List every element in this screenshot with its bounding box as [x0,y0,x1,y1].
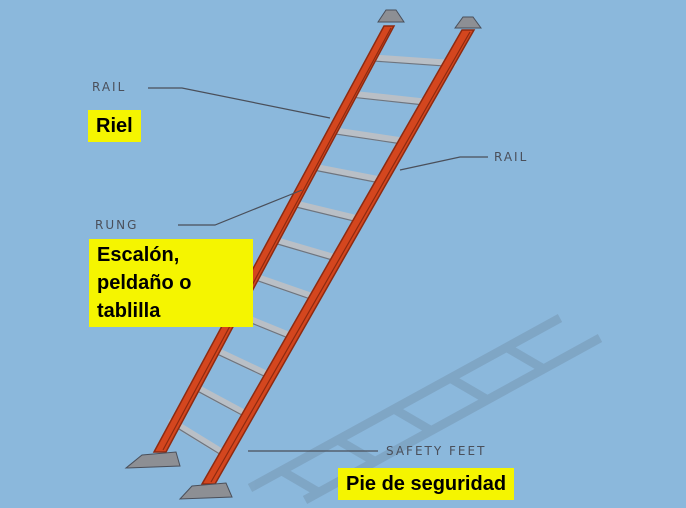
ladder-rung [331,127,411,146]
ladder-rung [189,381,252,419]
safety-feet-spanish-label: Pie de seguridad [338,468,515,500]
rung-spanish-line-2: peldaño o [97,272,192,294]
ladder-rung [351,91,434,107]
ladder-rungs [168,54,457,458]
ladder-rung-edge [273,242,340,263]
ladder-rung-edge [314,169,385,185]
rung-spanish-line-1: Escalón, [97,244,180,266]
safety-feet-label: SAFETY FEET [386,444,487,458]
ladder-rung-edge [192,387,249,419]
ladder-rung [250,272,320,302]
ladder-rung [372,54,457,68]
rail-label-right: RAIL [494,150,529,164]
rail-label-left: RAIL [92,80,127,94]
ladder-rung [168,418,229,458]
ladder-rung-edge [171,424,226,458]
rung-label: RUNG [95,218,139,232]
ladder-rung [270,236,343,263]
rung-spanish-label: Escalón, peldaño o tablilla [89,239,253,327]
ladder-rung-edge [294,206,362,224]
leader-lines [148,87,488,452]
ladder-rung [209,345,275,380]
ladder-rung [290,200,366,224]
ladder-rung-edge [335,133,408,146]
rail-spanish-label: Riel [88,110,141,142]
ladder-rung-edge [253,278,317,302]
ladder-rung-edge [355,96,430,107]
rail-top-caps [377,9,482,29]
ladder-rung-edge [375,60,453,68]
ladder-rung-edge [212,351,272,380]
rung-spanish-line-3: tablilla [97,300,161,322]
ladder-rung [311,163,388,185]
safety-foot-icon [124,451,233,500]
